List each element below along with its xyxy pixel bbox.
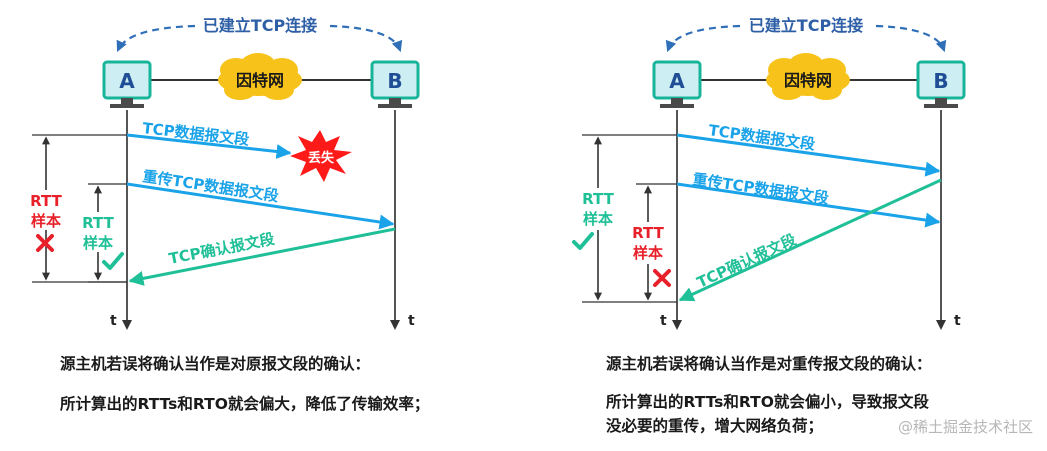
time-label-a: t — [110, 313, 117, 329]
caption-line-right-2: 没必要的重传，增大网络负荷； — [606, 417, 824, 435]
time-label-a: t — [660, 313, 667, 329]
check-icon — [572, 232, 594, 250]
cross-icon — [653, 269, 671, 287]
caption-line-left-1: 所计算出的RTTs和RTO就会偏大，降低了传输效率； — [60, 395, 430, 413]
segment-label: TCP数据报文段 — [707, 121, 816, 153]
caption-title-right: 源主机若误将确认当作是对重传报文段的确认： — [606, 355, 932, 373]
retransmit-arrow — [126, 182, 395, 230]
rtt-outer-label-line1: RTT — [30, 192, 62, 210]
established-arc — [116, 24, 196, 53]
internet-cloud: 因特网 — [218, 53, 302, 100]
host-b-label: B — [387, 69, 402, 93]
host-a: A — [102, 60, 152, 108]
rtt-outer-label-line1: RTT — [582, 190, 614, 208]
caption-line-right-1: 所计算出的RTTs和RTO就会偏小，导致报文段 — [606, 393, 929, 411]
established-arc — [875, 24, 947, 53]
cross-icon — [36, 234, 54, 252]
segment-arrow — [126, 133, 292, 159]
internet-label: 因特网 — [236, 71, 284, 90]
rtt-outer-label-line2: 样本 — [31, 212, 61, 230]
rtt-inner-label-line2: 样本 — [633, 244, 663, 262]
internet-cloud: 因特网 — [766, 53, 850, 100]
ack-arrow — [678, 178, 942, 302]
established-label: 已建立TCP连接 — [749, 16, 863, 35]
rtt-inner-label-line2: 样本 — [83, 234, 113, 252]
lost-burst: 丢失 — [290, 130, 352, 182]
panel-1: 已建立TCP连接 A B 因特网 t — [22, 16, 420, 330]
retransmit-label: 重传TCP数据报文段 — [691, 170, 829, 207]
rtt-outer-label-line2: 样本 — [583, 210, 613, 228]
host-b: B — [916, 60, 966, 108]
time-label-b: t — [954, 313, 961, 329]
time-label-b: t — [408, 313, 415, 329]
host-b-label: B — [933, 69, 948, 93]
ack-label: TCP确认报文段 — [694, 230, 799, 291]
established-arc — [329, 24, 403, 53]
panel-2: 已建立TCP连接 A B 因特网 t t — [572, 16, 966, 330]
watermark: @稀土掘金技术社区 — [897, 418, 1033, 436]
rtt-inner-label-line1: RTT — [82, 214, 114, 232]
ack-arrow — [128, 227, 396, 286]
internet-label: 因特网 — [784, 71, 832, 90]
host-b: B — [370, 60, 420, 108]
host-a-label: A — [669, 69, 685, 93]
caption-title-left: 源主机若误将确认当作是对原报文段的确认： — [60, 355, 371, 373]
established-arc — [665, 24, 741, 53]
check-icon — [102, 252, 124, 270]
retransmit-label: 重传TCP数据报文段 — [141, 167, 279, 205]
host-a-label: A — [119, 69, 135, 93]
segment-arrow — [676, 133, 941, 177]
lost-label: 丢失 — [308, 150, 335, 166]
segment-label: TCP数据报文段 — [142, 119, 251, 149]
retransmit-arrow — [676, 182, 941, 228]
established-label: 已建立TCP连接 — [203, 16, 317, 35]
host-a: A — [652, 60, 702, 108]
rtt-inner-label-line1: RTT — [632, 224, 664, 242]
